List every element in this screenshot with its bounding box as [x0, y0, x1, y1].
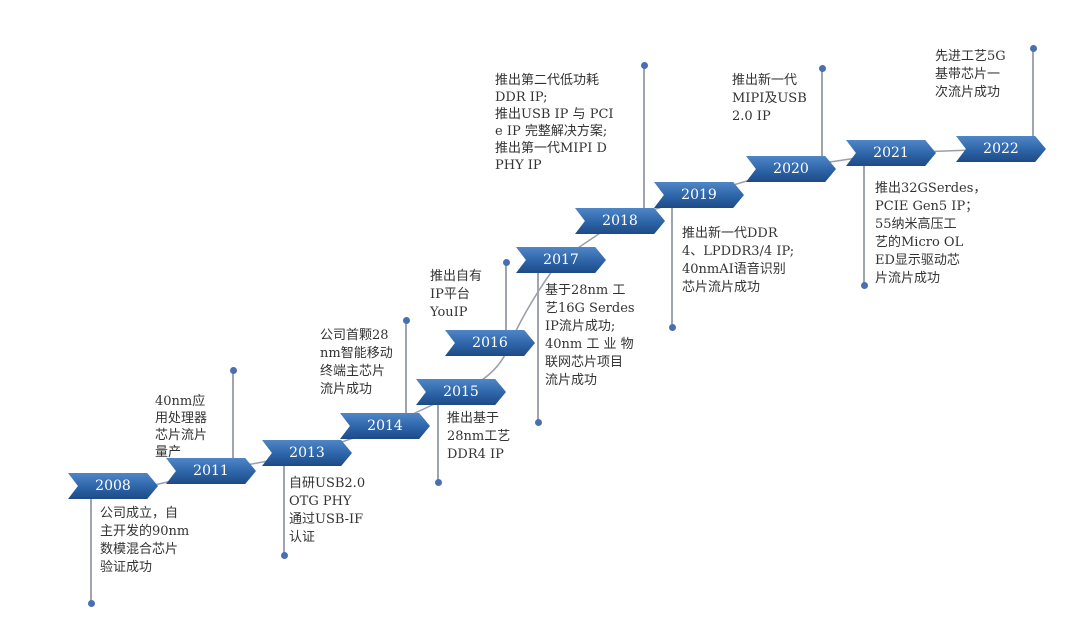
- milestone-stem: [437, 405, 439, 482]
- year-arrow-2019: 2019: [654, 182, 744, 208]
- milestone-description: 推出基于 28nm工艺 DDR4 IP: [447, 410, 510, 464]
- description-line: PCIE Gen5 IP；: [875, 199, 979, 214]
- description-line: MIPI及USB: [732, 91, 807, 106]
- milestone-dot: [668, 323, 676, 331]
- description-line: 推出第二代低功耗: [495, 73, 600, 88]
- description-line: 公司首颗28: [320, 328, 389, 343]
- description-line: 推出基于: [447, 411, 500, 426]
- description-line: 联网芯片项目: [545, 355, 624, 370]
- description-line: IP平台: [430, 287, 470, 302]
- milestone-description: 推出第二代低功耗 DDR IP; 推出USB IP 与 PCI e IP 完整解决方案…: [495, 72, 614, 174]
- description-line: 基于28nm 工: [545, 283, 626, 298]
- year-arrow-2015: 2015: [416, 379, 506, 405]
- description-line: 认证: [289, 530, 316, 545]
- description-line: 主开发的90nm: [100, 524, 190, 539]
- milestone-stem: [671, 208, 673, 327]
- year-arrow-2013: 2013: [262, 440, 352, 466]
- description-line: PHY IP: [495, 158, 542, 173]
- description-line: 芯片流片成功: [682, 280, 761, 295]
- description-line: 40nm 工 业 物: [545, 337, 634, 352]
- milestone-stem: [1032, 48, 1034, 136]
- description-line: nm智能移动: [320, 346, 393, 361]
- description-line: 28nm工艺: [447, 429, 511, 444]
- milestone-stem: [283, 466, 285, 555]
- milestone-stem: [90, 498, 92, 603]
- description-line: e IP 完整解决方案;: [495, 124, 608, 139]
- milestone-dot: [860, 281, 868, 289]
- description-line: ED显示驱动芯: [875, 253, 960, 268]
- description-line: 4、LPDDR3/4 IP;: [682, 244, 795, 259]
- description-line: 基带芯片一: [935, 67, 1001, 82]
- milestone-dot: [534, 418, 542, 426]
- milestone-description: 推出新一代DDR 4、LPDDR3/4 IP; 40nmAI语音识别芯片流片成功: [682, 225, 794, 297]
- description-line: 2.0 IP: [732, 109, 771, 124]
- milestone-dot: [229, 366, 237, 374]
- description-line: OTG PHY: [289, 494, 352, 509]
- description-line: 40nmAI语音识别: [682, 262, 786, 277]
- year-arrow-2020: 2020: [746, 156, 836, 182]
- description-line: 终端主芯片: [320, 364, 386, 379]
- description-line: 推出32GSerdes，: [875, 181, 987, 196]
- description-line: 片流片成功: [875, 271, 941, 286]
- milestone-dot: [402, 316, 410, 324]
- milestone-stem: [505, 262, 507, 330]
- description-line: DDR IP;: [495, 90, 548, 105]
- milestone-dot: [818, 64, 826, 72]
- description-line: 流片成功: [545, 373, 598, 388]
- milestone-stem: [863, 166, 865, 285]
- description-line: 通过USB-IF: [289, 512, 364, 527]
- year-arrow-2011: 2011: [166, 458, 256, 484]
- description-line: 流片成功: [320, 382, 373, 397]
- milestone-stem: [537, 273, 539, 422]
- description-line: DDR4 IP: [447, 447, 504, 462]
- year-arrow-2022: 2022: [956, 136, 1046, 162]
- year-arrow-2016: 2016: [445, 330, 535, 356]
- description-line: 推出USB IP 与 PCI: [495, 107, 614, 122]
- description-line: 推出自有: [430, 269, 483, 284]
- year-arrow-2014: 2014: [340, 413, 430, 439]
- description-line: 55纳米高压工: [875, 217, 957, 232]
- description-line: 量产: [155, 445, 182, 460]
- milestone-description: 推出新一代 MIPI及USB 2.0 IP: [732, 72, 807, 126]
- description-line: 公司成立，自: [100, 506, 179, 521]
- description-line: 芯片流片: [155, 428, 208, 443]
- milestone-dot: [502, 258, 510, 266]
- milestone-dot: [434, 478, 442, 486]
- milestone-stem: [643, 65, 645, 208]
- year-arrow-2021: 2021: [846, 140, 936, 166]
- year-arrow-2018: 2018: [575, 208, 665, 234]
- milestone-dot: [1029, 44, 1037, 52]
- description-line: 推出新一代: [732, 73, 798, 88]
- description-line: YouIP: [430, 305, 468, 320]
- description-line: 先进工艺5G: [935, 49, 1006, 64]
- milestone-description: 推出自有 IP平台 YouIP: [430, 268, 482, 322]
- milestone-dot: [280, 551, 288, 559]
- description-line: 艺的Micro OL: [875, 235, 964, 250]
- milestone-description: 公司首颗28 nm智能移动终端主芯片流片成功: [320, 327, 393, 399]
- description-line: 推出新一代DDR: [682, 226, 778, 241]
- description-line: 艺16G Serdes: [545, 301, 635, 316]
- milestone-description: 40nm应用处理器芯片流片量产: [155, 393, 207, 461]
- description-line: 验证成功: [100, 560, 153, 575]
- description-line: 推出第一代MIPI D: [495, 141, 607, 156]
- milestone-stem: [232, 370, 234, 458]
- milestone-stem: [821, 68, 823, 156]
- milestone-description: 先进工艺5G 基带芯片一次流片成功: [935, 48, 1006, 102]
- description-line: 40nm应: [155, 394, 206, 409]
- milestone-dot: [640, 61, 648, 69]
- milestone-dot: [87, 599, 95, 607]
- year-arrow-2008: 2008: [68, 473, 158, 499]
- description-line: 自研USB2.0: [289, 476, 366, 491]
- description-line: IP流片成功;: [545, 319, 616, 334]
- milestone-description: 公司成立，自主开发的90nm 数模混合芯片验证成功: [100, 505, 189, 577]
- milestone-stem: [405, 320, 407, 413]
- year-arrow-2017: 2017: [516, 247, 606, 273]
- description-line: 用处理器: [155, 411, 208, 426]
- milestone-description: 推出32GSerdes， PCIE Gen5 IP； 55纳米高压工艺的Micro …: [875, 180, 986, 288]
- description-line: 次流片成功: [935, 85, 1001, 100]
- description-line: 数模混合芯片: [100, 542, 179, 557]
